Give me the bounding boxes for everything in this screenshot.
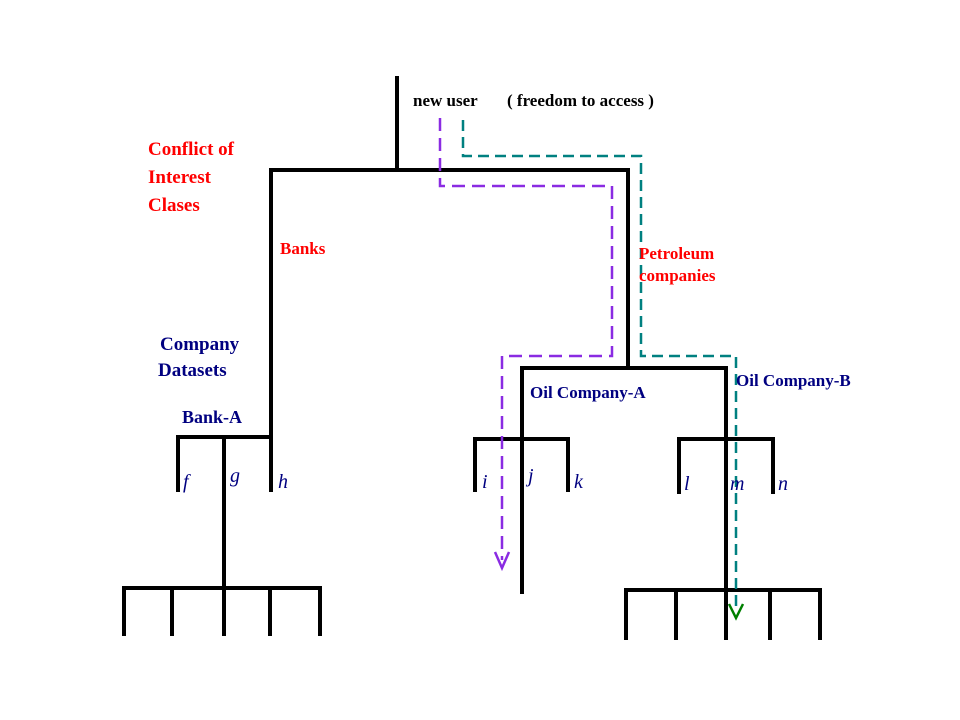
petroleum-label-line-1: Petroleum [639, 244, 714, 263]
user-note: ( freedom to access ) [507, 91, 654, 110]
conflict-label-line-2: Interest [148, 167, 212, 188]
user-label: new user [413, 91, 478, 110]
leaf-f-label: f [183, 471, 191, 493]
oil-company-b-label: Oil Company-B [736, 371, 851, 390]
leaf-j-label: j [525, 465, 534, 487]
teal-access-path [461, 120, 745, 621]
leaf-m-label: m [730, 473, 744, 495]
conflict-label-line-3: Clases [148, 195, 200, 216]
company-datasets-line-2: Datasets [158, 360, 227, 381]
petroleum-label-line-2: companies [639, 266, 716, 285]
leaf-n-label: n [778, 473, 788, 495]
purple-arrowhead [493, 551, 511, 572]
bank-a-label: Bank-A [182, 407, 242, 427]
leaf-l-label: l [684, 473, 690, 495]
leaf-k-label: k [574, 471, 584, 493]
leaf-i-label: i [482, 471, 488, 493]
leaf-h-label: h [278, 471, 288, 493]
green-arrowhead [727, 603, 745, 621]
banks-label: Banks [280, 239, 326, 258]
company-datasets-line-1: Company [160, 334, 240, 355]
tree-structure [122, 76, 822, 640]
leaf-g-label: g [230, 465, 240, 487]
purple-access-path [438, 118, 614, 572]
oil-company-a-label: Oil Company-A [530, 383, 646, 402]
conflict-label-line-1: Conflict of [148, 139, 235, 160]
